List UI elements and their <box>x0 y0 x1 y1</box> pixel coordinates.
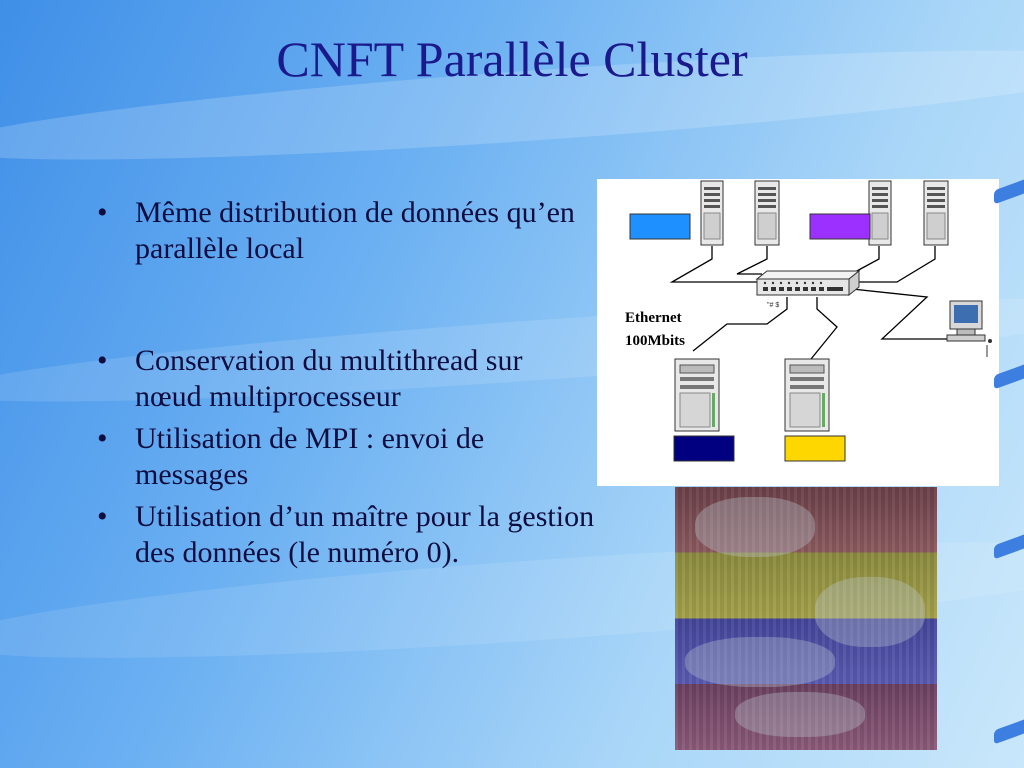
server-tower-icon <box>784 358 830 432</box>
bullet-list: Même distribution de données qu’en paral… <box>95 195 595 571</box>
workstation-icon <box>946 300 992 357</box>
cluster-diagram: "# $ Ethernet 100Mbits <box>597 179 999 486</box>
bullet-item: Même distribution de données qu’en paral… <box>95 195 595 267</box>
texture-blob <box>695 497 815 557</box>
network-label: Ethernet <box>625 310 682 326</box>
decorative-texture-image <box>675 487 937 750</box>
bullet-item: Conservation du multithread sur nœud mul… <box>95 343 595 415</box>
bullet-item: Utilisation de MPI : envoi de messages <box>95 421 595 493</box>
bullet-item: Utilisation d’un maître pour la gestion … <box>95 499 595 571</box>
node-color-marker <box>673 435 735 462</box>
cluster-diagram-svg: "# $ Ethernet 100Mbits <box>625 180 992 462</box>
node-color-marker <box>629 213 691 240</box>
texture-blob <box>735 692 865 737</box>
texture-blob <box>685 637 835 687</box>
texture-blob <box>815 577 925 647</box>
server-icon <box>923 180 949 246</box>
server-icon <box>754 180 780 246</box>
server-tower-icon <box>674 358 720 432</box>
node-color-marker <box>809 213 871 240</box>
network-label: 100Mbits <box>625 333 685 349</box>
network-links <box>669 246 952 360</box>
slide-title: CNFT Parallèle Cluster <box>276 31 748 87</box>
decorative-edge-tab <box>994 719 1024 745</box>
network-hub-icon <box>755 269 861 297</box>
server-icon <box>868 180 892 246</box>
node-color-marker <box>784 435 846 462</box>
server-icon <box>700 180 724 246</box>
hub-caption: "# $ <box>767 302 779 309</box>
